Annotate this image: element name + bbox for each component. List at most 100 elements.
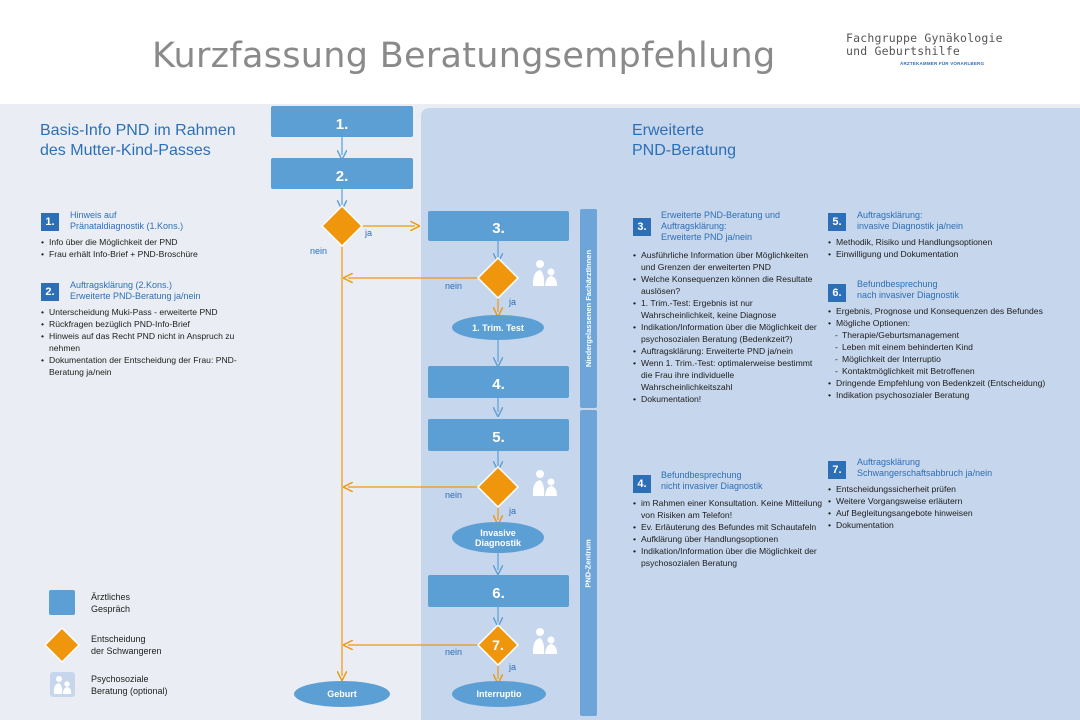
label-ja-4: ja xyxy=(509,662,517,672)
list-subitem: Therapie/Geburtsmanagement xyxy=(828,329,1058,341)
flow-box-2: 2. xyxy=(271,158,413,189)
list-item: Entscheidungssicherheit prüfen xyxy=(828,483,1058,495)
people-icon-1 xyxy=(532,260,557,286)
org-line-1: Fachgruppe Gynäkologie xyxy=(846,31,1003,45)
list-item: Frau erhält Info-Brief + PND-Broschüre xyxy=(41,248,256,260)
label-nein-1: nein xyxy=(310,246,328,256)
block-2-number: 2. xyxy=(41,283,59,301)
invasive-line-2: Diagnostik xyxy=(474,537,521,548)
block-6-heading: Befundbesprechung nach invasiver Diagnos… xyxy=(857,279,959,301)
block-6-heading-line-2: nach invasiver Diagnostik xyxy=(857,290,960,300)
block-4-heading-line-1: Befundbesprechung xyxy=(661,470,742,480)
left-title-line-2: des Mutter-Kind-Passes xyxy=(40,142,211,159)
invasive-line-1: Invasive xyxy=(480,527,516,538)
legend-item-2-line-2: der Schwangeren xyxy=(91,646,162,656)
org-name: Fachgruppe Gynäkologie und Geburtshilfe xyxy=(846,32,1003,58)
block-1-heading-line-2: Pränataldiagnostik (1.Kons.) xyxy=(70,221,184,231)
list-subitem: Kontaktmöglichkeit mit Betroffenen xyxy=(828,365,1058,377)
block-7-heading: Auftragsklärung Schwangerschaftsabbruch … xyxy=(857,457,992,479)
block-4-heading: Befundbesprechung nicht invasiver Diagno… xyxy=(661,470,763,492)
block-7-list: Entscheidungssicherheit prüfen Weitere V… xyxy=(828,483,1058,531)
flow-box-1: 1. xyxy=(271,106,413,137)
list-item: Dokumentation! xyxy=(633,393,823,405)
legend-people-icon xyxy=(50,672,75,697)
list-item: Dokumentation xyxy=(828,519,1058,531)
legend-diamond xyxy=(43,626,81,664)
geburt-node: Geburt xyxy=(294,681,390,707)
block-2-list: Unterscheidung Muki-Pass - erweiterte PN… xyxy=(41,306,241,378)
list-item: Ausführliche Information über Möglichkei… xyxy=(633,249,823,273)
bar-pnd-zentrum: PND-Zentrum xyxy=(580,410,597,716)
list-item: Indikation/Information über die Möglichk… xyxy=(633,321,823,345)
legend-box-swatch xyxy=(49,590,75,615)
block-1-number: 1. xyxy=(41,213,59,231)
list-item: Unterscheidung Muki-Pass - erweiterte PN… xyxy=(41,306,241,318)
block-5-heading: Auftragsklärung: invasive Diagnostik ja/… xyxy=(857,210,963,232)
legend-item-3-line-1: Psychosoziale xyxy=(91,674,149,684)
org-subtitle: ÄRZTEKAMMER FÜR VORARLBERG xyxy=(900,61,985,66)
block-3-heading-line-1: Erweiterte PND-Beratung und xyxy=(661,210,781,220)
left-section-title: Basis-Info PND im Rahmen des Mutter-Kind… xyxy=(40,121,236,161)
block-2-heading-line-1: Auftragsklärung (2.Kons.) xyxy=(70,280,173,290)
people-icon-3 xyxy=(532,628,557,654)
block-3-heading-line-2: Auftragsklärung: xyxy=(661,221,727,231)
decision-diamond-3 xyxy=(476,465,520,509)
flow-box-5: 5. xyxy=(428,419,569,451)
decision-diamond-4 xyxy=(476,623,520,667)
block-7-heading-line-1: Auftragsklärung xyxy=(857,457,921,467)
block-3-heading: Erweiterte PND-Beratung und Auftragsklär… xyxy=(661,210,780,243)
block-7-number: 7. xyxy=(828,461,846,479)
right-section-title: Erweiterte PND-Beratung xyxy=(632,121,736,161)
block-4-list: im Rahmen einer Konsultation. Keine Mitt… xyxy=(633,497,823,569)
right-title-line-2: PND-Beratung xyxy=(632,142,737,159)
legend-item-3: Psychosoziale Beratung (optional) xyxy=(91,673,168,697)
list-subitem: Leben mit einem behinderten Kind xyxy=(828,341,1058,353)
block-5-heading-line-2: invasive Diagnostik ja/nein xyxy=(857,221,964,231)
legend-item-2: Entscheidung der Schwangeren xyxy=(91,633,162,657)
block-6-heading-line-1: Befundbesprechung xyxy=(857,279,938,289)
decision-diamond-1 xyxy=(320,204,364,248)
block-6-list: Ergebnis, Prognose und Konsequenzen des … xyxy=(828,305,1058,401)
block-6-number: 6. xyxy=(828,284,846,302)
list-item: Hinweis auf das Recht PND nicht in Anspr… xyxy=(41,330,241,354)
list-item: Indikation/Information über die Möglichk… xyxy=(633,545,823,569)
legend-item-1: Ärztliches Gespräch xyxy=(91,591,130,615)
interruptio-node: Interruptio xyxy=(452,681,546,707)
legend-item-1-line-1: Ärztliches xyxy=(91,592,131,602)
block-2-heading: Auftragsklärung (2.Kons.) Erweiterte PND… xyxy=(70,280,201,302)
block-2-heading-line-2: Erweiterte PND-Beratung ja/nein xyxy=(70,291,201,301)
list-item: Indikation psychosozialer Beratung xyxy=(828,389,1058,401)
label-nein-4: nein xyxy=(445,647,463,657)
page-title: Kurzfassung Beratungsempfehlung xyxy=(152,36,776,76)
list-item: Dokumentation der Entscheidung der Frau:… xyxy=(41,354,241,378)
block-5-heading-line-1: Auftragsklärung: xyxy=(857,210,923,220)
block-5-list: Methodik, Risiko und Handlungsoptionen E… xyxy=(828,236,1058,260)
block-1-heading: Hinweis auf Pränataldiagnostik (1.Kons.) xyxy=(70,210,183,232)
list-item: 1. Trim.-Test: Ergebnis ist nur Wahrsche… xyxy=(633,297,823,321)
right-title-line-1: Erweiterte xyxy=(632,122,705,139)
block-3-heading-line-3: Erweiterte PND ja/nein xyxy=(661,232,753,242)
flow-box-6: 6. xyxy=(428,575,569,607)
list-item: Ergebnis, Prognose und Konsequenzen des … xyxy=(828,305,1058,317)
list-item: Weitere Vorgangsweise erläutern xyxy=(828,495,1058,507)
list-subitem: Möglichkeit der Interruptio xyxy=(828,353,1058,365)
list-item: Aufklärung über Handlungsoptionen xyxy=(633,533,823,545)
list-item: im Rahmen einer Konsultation. Keine Mitt… xyxy=(633,497,823,521)
decision-diamond-2 xyxy=(476,256,520,300)
list-item: Einwilligung und Dokumentation xyxy=(828,248,1058,260)
list-item: Methodik, Risiko und Handlungsoptionen xyxy=(828,236,1058,248)
list-item: Welche Konsequenzen können die Resultate… xyxy=(633,273,823,297)
legend-item-1-line-2: Gespräch xyxy=(91,604,131,614)
block-4-heading-line-2: nicht invasiver Diagnostik xyxy=(661,481,763,491)
people-icon-2 xyxy=(532,470,557,496)
list-item: Mögliche Optionen: xyxy=(828,317,1058,329)
trim-test-node: 1. Trim. Test xyxy=(452,315,544,340)
list-item: Info über die Möglichkeit der PND xyxy=(41,236,256,248)
list-item: Dringende Empfehlung von Bedenkzeit (Ent… xyxy=(828,377,1058,389)
legend-item-3-line-2: Beratung (optional) xyxy=(91,686,168,696)
bar-fachaerztinnen: Niedergelassenen FachärztInnen xyxy=(580,209,597,408)
flow-box-3: 3. xyxy=(428,211,569,241)
list-item: Ev. Erläuterung des Befundes mit Schauta… xyxy=(633,521,823,533)
list-item: Auf Begleitungsangebote hinweisen xyxy=(828,507,1058,519)
